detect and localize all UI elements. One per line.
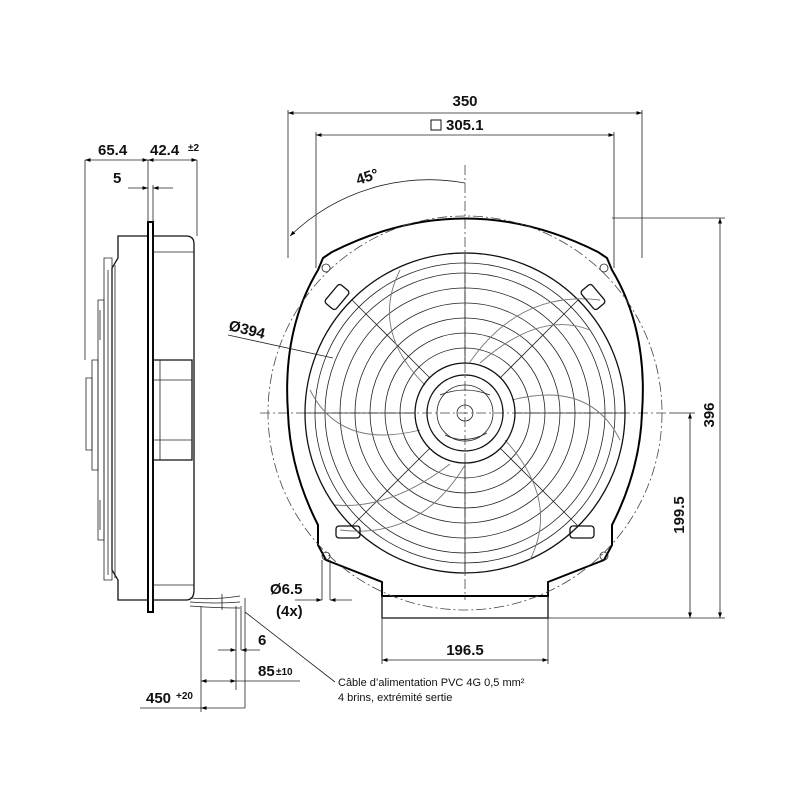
dim-85: 85 bbox=[258, 663, 275, 680]
side-view bbox=[84, 158, 336, 712]
dim-42-tol: ±2 bbox=[188, 143, 199, 154]
dim-396: 396 bbox=[701, 402, 718, 427]
dim-350: 350 bbox=[452, 93, 477, 110]
dim-42: 42.4 bbox=[150, 142, 180, 159]
dim-hole-count: (4x) bbox=[276, 603, 303, 620]
front-view bbox=[227, 110, 725, 664]
dim-65: 65.4 bbox=[98, 142, 128, 159]
dim-196: 196.5 bbox=[446, 642, 484, 659]
dim-305: 305.1 bbox=[446, 117, 484, 134]
dim-450-tol: +20 bbox=[176, 691, 193, 702]
dim-85-tol: ±10 bbox=[276, 667, 293, 678]
cable-note-line1: Câble d’alimentation PVC 4G 0,5 mm² bbox=[338, 677, 525, 689]
dim-angle: 45° bbox=[354, 166, 381, 189]
dim-199: 199.5 bbox=[671, 496, 688, 534]
dim-450: 450 bbox=[146, 690, 171, 707]
dim-5: 5 bbox=[113, 170, 121, 187]
dim-6: 6 bbox=[258, 632, 266, 649]
cable-note-line2: 4 brins, extrémité sertie bbox=[338, 692, 452, 704]
dim-hole: Ø6.5 bbox=[270, 581, 303, 598]
